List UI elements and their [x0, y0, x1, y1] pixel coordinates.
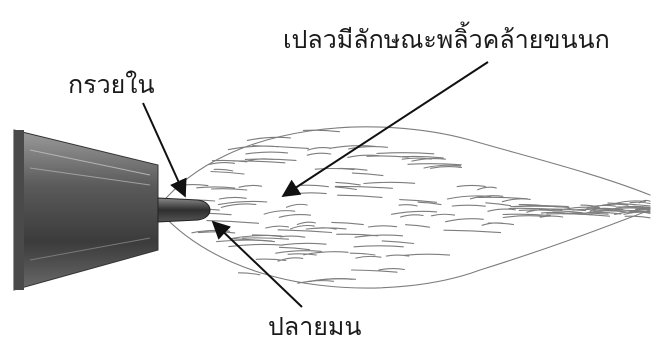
flame-feather-stroke [199, 232, 235, 233]
flame-feather-stroke [350, 253, 375, 255]
flame-feather-stroke [239, 185, 262, 187]
flame-feather-stroke [279, 247, 309, 249]
flame-feather-stroke [503, 216, 545, 218]
flame-feather-stroke [452, 205, 485, 206]
feather-plume-label: เปลวมีลักษณะพลิ้วคล้ายขนนก [283, 21, 610, 54]
flame-feather-stroke [352, 270, 398, 272]
flame-feather-stroke [281, 236, 305, 237]
flame-feather-stroke [221, 204, 256, 207]
flame-feather-stroke [399, 205, 417, 206]
flame-feather-stroke [401, 215, 424, 217]
flame-feather-stroke [283, 243, 326, 244]
flame-feather-stroke [431, 167, 462, 169]
flame-feather-stroke [211, 172, 244, 175]
flame-feather-stroke [354, 246, 403, 247]
flame-feather-stroke [406, 225, 430, 228]
flame-feather-stroke [386, 255, 408, 256]
flame-feather-stroke [486, 203, 511, 206]
flame-feather-stroke [335, 187, 356, 190]
flame-feather-stroke [233, 161, 285, 163]
flame-feather-stroke [239, 273, 260, 275]
flame-feather-stroke [540, 216, 563, 217]
flame-feather-stroke [418, 202, 441, 204]
flame-feather-stroke [306, 228, 346, 229]
flame-feather-stroke [229, 146, 279, 149]
flame-feather-stroke [478, 187, 497, 190]
flame-feather-stroke [256, 259, 286, 260]
rounded-tip-label: ปลายมน [268, 312, 361, 341]
flame-feather-stroke [266, 226, 289, 228]
flame-feather-stroke [364, 182, 415, 183]
flame-feather-stroke [243, 238, 289, 239]
flame-feather-stroke [297, 222, 315, 224]
flame-feather-stroke [488, 209, 515, 211]
flame-feather-stroke [355, 235, 403, 237]
inner-cone-label: กรวยใน [68, 70, 155, 99]
flame-feather-stroke [446, 219, 484, 222]
feather-plume-arrow [283, 62, 488, 196]
flame-feather-stroke [367, 156, 408, 157]
flame-feather-stroke [264, 211, 295, 214]
flame-feather-stroke [444, 230, 501, 232]
flame-feather-stroke [214, 169, 233, 171]
flame-feather-stroke [338, 195, 382, 197]
flame-feather-stroke [288, 193, 326, 195]
feather-flame [160, 127, 650, 288]
flame-feather-stroke [547, 214, 597, 215]
torch-nozzle [14, 130, 158, 290]
flame-feather-stroke [307, 153, 331, 155]
flame-feather-stroke [377, 153, 434, 154]
flame-feather-stroke [478, 197, 528, 198]
flame-feather-stroke [488, 223, 513, 225]
flame-feather-stroke [405, 254, 450, 255]
flame-feather-stroke [308, 148, 331, 151]
flame-feather-stroke [217, 240, 272, 241]
flame-feather-stroke [287, 204, 308, 207]
flame-feather-stroke [279, 215, 310, 218]
flame-feather-stroke [356, 256, 381, 258]
flame-feather-stroke [392, 211, 437, 214]
flame-feather-stroke [212, 189, 247, 190]
flame-feather-stroke [177, 185, 208, 186]
flame-feather-stroke [382, 241, 414, 244]
flame-feather-stroke [457, 185, 485, 186]
flame-feather-stroke [408, 164, 461, 165]
flame-feather-stroke [219, 197, 246, 199]
inner-cone-shape [158, 198, 210, 222]
flame-feather-stroke [197, 187, 235, 188]
flame-feather-stroke [246, 152, 288, 154]
flame-feather-stroke [315, 168, 354, 169]
flame-feather-stroke [412, 159, 446, 162]
flame-feather-stroke [368, 226, 396, 227]
flame-feather-stroke [336, 182, 360, 185]
flame-feather-stroke [209, 163, 235, 165]
flame-feather-stroke [301, 185, 328, 187]
flame-feather-stroke [337, 234, 378, 236]
flame-feather-stroke [432, 214, 455, 216]
flame-feather-stroke [332, 222, 364, 224]
flame-feather-stroke [352, 173, 383, 176]
flame-feather-stroke [278, 230, 332, 233]
flame-feather-stroke [288, 254, 316, 255]
flame-feather-stroke [379, 269, 405, 270]
